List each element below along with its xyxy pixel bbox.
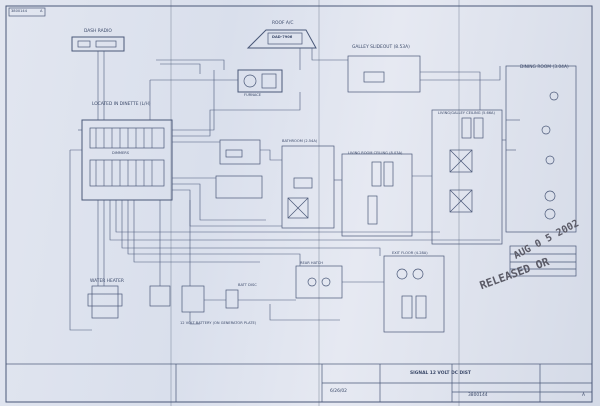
batt-disc-label: BATT DISC xyxy=(238,283,257,287)
title-block-title: SIGNAL 12 VOLT DC DIST xyxy=(410,371,471,376)
dinette-label: LOCATED IN DINETTE (L/H) xyxy=(92,102,151,107)
title-block-number: 3800144 xyxy=(468,393,488,398)
bathroom-label: BATHROOM (2.54A) xyxy=(282,139,318,143)
paper-fold-line xyxy=(170,0,172,406)
paper-fold-line xyxy=(318,0,320,406)
water-heater-label: WATER HEATER xyxy=(90,279,124,284)
dimmers-label: DIMMERS xyxy=(112,151,130,155)
roof-ac-label: ROOF A/C xyxy=(272,21,294,26)
galley-slideout-label: GALLEY SLIDEOUT (8.53A) xyxy=(352,45,410,50)
furnace-label: FURNACE xyxy=(244,93,262,97)
title-block-date: 6/26/02 xyxy=(330,389,347,394)
battery-label: 12 VOLT BATTERY (ON GENERATOR PLATE) xyxy=(180,321,257,325)
ac-model-label: DAD-7906 xyxy=(272,35,293,39)
dash-radio-label: DASH RADIO xyxy=(84,29,112,34)
dining-room-label: DINING ROOM (3.04A) xyxy=(520,65,569,70)
title-block-rev: A xyxy=(582,393,586,398)
living-room-ceiling-label: LIVING ROOM CEILING (8.03A) xyxy=(348,151,403,155)
exit-floor-label: EXIT FLOOR (4.28A) xyxy=(392,251,428,255)
living-galley-ceiling-label: LIVING/GALLEY CEILING (5.66A) xyxy=(438,111,495,115)
corner-drawing-number: 3800144 xyxy=(11,9,28,13)
rear-hatch-label: REAR HATCH xyxy=(300,261,323,265)
corner-revision: A xyxy=(40,9,43,13)
